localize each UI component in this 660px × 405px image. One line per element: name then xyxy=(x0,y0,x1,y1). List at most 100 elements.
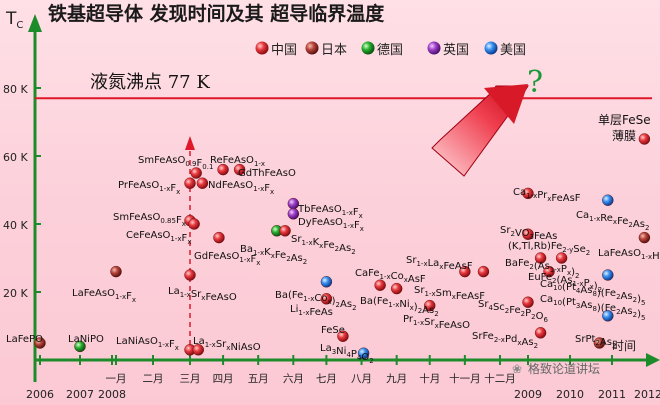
data-point xyxy=(543,265,555,278)
data-label: Ca1-xRexFe2As2 xyxy=(576,210,649,232)
data-point xyxy=(534,252,547,264)
data-label: Pr1-xSrxFeAsO xyxy=(403,314,470,331)
data-label: Ba(Fe1-xNix)2As2 xyxy=(360,296,439,318)
data-label: La1-xSrxNiAsO xyxy=(193,336,261,353)
data-point xyxy=(184,269,196,281)
chart-title: 铁基超导体 发现时间及其 超导临界温度 xyxy=(48,2,385,25)
data-label: PrFeAsO1-xFx xyxy=(118,180,180,196)
x-tick-label: 十二月 xyxy=(484,372,516,385)
data-point xyxy=(217,163,229,176)
data-point xyxy=(602,310,614,322)
data-label: Ba1-xKxFe2As2 xyxy=(240,244,307,266)
x-tick-label: 2007 xyxy=(66,388,94,401)
data-point xyxy=(522,187,534,200)
data-label: Ca1-xPrxFeAsF xyxy=(513,187,581,204)
legend-label: 德国 xyxy=(377,43,403,58)
y-tick-label: 20 K xyxy=(3,287,28,300)
data-label: LaFeAsO1-xFx xyxy=(72,288,136,304)
data-point xyxy=(424,299,436,312)
data-point xyxy=(320,293,333,305)
data-label: La1-xSrxFeAsO xyxy=(168,286,237,303)
x-tick-label: 2012 xyxy=(634,388,660,401)
data-point xyxy=(602,194,614,206)
x-tick-label: 九月 xyxy=(386,373,407,385)
data-point xyxy=(477,265,490,278)
data-label: Sr1-xKxFe2As2 xyxy=(291,234,356,256)
watermark-icon: ❀ xyxy=(512,362,522,376)
legend-label: 中国 xyxy=(271,43,297,58)
y-axis-label: TC xyxy=(5,9,23,31)
y-tick-label: 80 K xyxy=(3,83,28,96)
data-label: NdFeAsO1-xFx xyxy=(208,180,274,196)
legend-label: 英国 xyxy=(443,43,469,58)
data-label: Sr1-xLaxFeAsF xyxy=(406,255,473,272)
x-tick-label: 一月 xyxy=(106,373,127,385)
data-point xyxy=(34,337,46,349)
data-point xyxy=(390,282,403,295)
x-tick-label: 2011 xyxy=(598,388,626,401)
x-tick-label: 二月 xyxy=(143,373,164,385)
data-point xyxy=(459,265,471,278)
x-tick-label: 四月 xyxy=(213,373,234,385)
x-tick-label: 十一月 xyxy=(449,372,481,385)
x-tick-label: 八月 xyxy=(351,373,372,385)
liquid-nitrogen-label: 液氮沸点 77 K xyxy=(90,72,210,93)
x-tick-label: 七月 xyxy=(316,373,337,385)
data-label: 单层FeSe xyxy=(598,113,651,127)
data-point xyxy=(184,177,196,189)
data-point xyxy=(357,347,370,359)
data-point xyxy=(593,337,606,349)
data-point xyxy=(190,167,202,179)
data-point xyxy=(233,163,246,176)
legend-marker xyxy=(427,41,441,55)
data-label: GdThFeAsO xyxy=(238,168,296,179)
y-tick-label: 40 K xyxy=(3,219,28,232)
data-label: CeFeAsO1-xFx xyxy=(126,230,191,246)
data-point xyxy=(638,133,651,145)
data-label: Sr1-xSmxFeAsF xyxy=(414,285,485,302)
question-mark: ? xyxy=(527,65,543,100)
data-label: LaNiAsO1-xFx xyxy=(116,336,179,352)
data-point xyxy=(287,208,300,220)
legend-marker xyxy=(484,41,498,55)
legend-label: 日本 xyxy=(321,43,347,58)
data-label: LaNiPO xyxy=(68,334,104,345)
x-tick-label: 十月 xyxy=(419,372,440,385)
x-tick-label: 2010 xyxy=(556,388,584,401)
data-label: ReFeAsO1-x xyxy=(210,155,265,168)
data-point xyxy=(534,327,547,339)
data-label: GdFeAsO1-xFx xyxy=(194,251,260,267)
data-label: La3Ni4P4O2 xyxy=(320,343,374,365)
legend-label: 美国 xyxy=(500,43,526,58)
x-tick-label: 五月 xyxy=(248,373,269,385)
data-point xyxy=(188,218,200,230)
data-label: TbFeAsO1-xFx xyxy=(297,204,363,220)
data-label: SmFeAsO0.9F0.1 xyxy=(138,155,213,171)
data-label: SmFeAsO0.85Fx xyxy=(113,212,186,228)
x-axis-label: 时间 xyxy=(612,339,636,353)
data-label: Ca10(Pt3As8)(Fe2As2)5 xyxy=(540,294,645,322)
data-point xyxy=(213,231,225,244)
discovery-dashed-arrowhead xyxy=(185,136,195,150)
data-point xyxy=(522,296,534,308)
data-label: SrFe2-xPdxAs2 xyxy=(472,331,538,350)
x-tick-label: 2009 xyxy=(514,388,542,401)
data-point xyxy=(555,252,568,264)
x-tick-label: 六月 xyxy=(283,373,304,385)
data-label: 薄膜 xyxy=(612,128,636,143)
watermark-text: 格致论道讲坛 xyxy=(528,361,600,376)
data-label: BaFe2(As1-xPx)2 xyxy=(505,258,579,280)
data-label: Ca10(Pt4As8)(Fe2As2)5 xyxy=(540,279,645,307)
data-label: Li1-xFeAs xyxy=(290,304,333,318)
data-point xyxy=(320,276,333,288)
y-ticks: 20 K40 K60 K80 K xyxy=(3,83,41,300)
data-point xyxy=(279,225,291,237)
x-tick-label: 三月 xyxy=(180,373,201,385)
legend-marker xyxy=(361,41,375,55)
data-label: LaFeAsO1-xHx xyxy=(598,248,660,264)
data-point xyxy=(192,344,204,356)
data-label: Sr2VO3FeAs xyxy=(500,225,557,242)
